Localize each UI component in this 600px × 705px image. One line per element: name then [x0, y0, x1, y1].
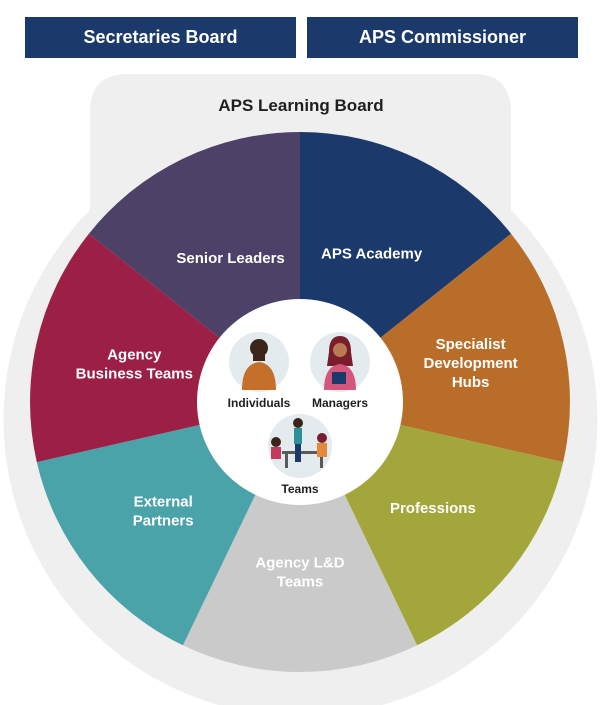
segment-label-agency-ld-teams: Agency L&D Teams [255, 555, 344, 591]
aps-commissioner-label: APS Commissioner [358, 27, 527, 47]
aps-commissioner-box: APS Commissioner [307, 17, 578, 58]
secretaries-board-label: Secretaries Board [83, 27, 238, 47]
segment-label-professions: Professions [390, 500, 476, 517]
segment-label-line: Partners [133, 513, 194, 530]
segment-label-line: Development [423, 355, 517, 372]
segment-label-line: Professions [390, 500, 476, 517]
teams-label: Teams [281, 482, 318, 496]
individuals-label: Individuals [228, 396, 291, 410]
segment-label-line: Teams [277, 574, 323, 591]
segment-label-line: APS Academy [321, 245, 423, 262]
segment-label-line: Hubs [452, 374, 490, 391]
person-manager-icon [310, 332, 370, 392]
team-meeting-icon [268, 414, 332, 478]
segment-label-line: Business Teams [76, 366, 193, 383]
segment-label-line: Senior Leaders [176, 250, 284, 267]
segment-label-line: Agency [107, 347, 162, 364]
managers-label: Managers [312, 396, 368, 410]
segment-agency-ld-teams [182, 402, 418, 673]
segment-label-line: Specialist [436, 336, 506, 353]
segment-label-line: Agency L&D [255, 555, 344, 572]
segment-label-line: External [134, 494, 193, 511]
person-individual-icon [229, 332, 289, 392]
board-title: APS Learning Board [218, 96, 383, 115]
secretaries-board-box: Secretaries Board [25, 17, 296, 58]
segment-label-aps-academy: APS Academy [321, 245, 423, 262]
segment-label-senior-leaders: Senior Leaders [176, 250, 284, 267]
